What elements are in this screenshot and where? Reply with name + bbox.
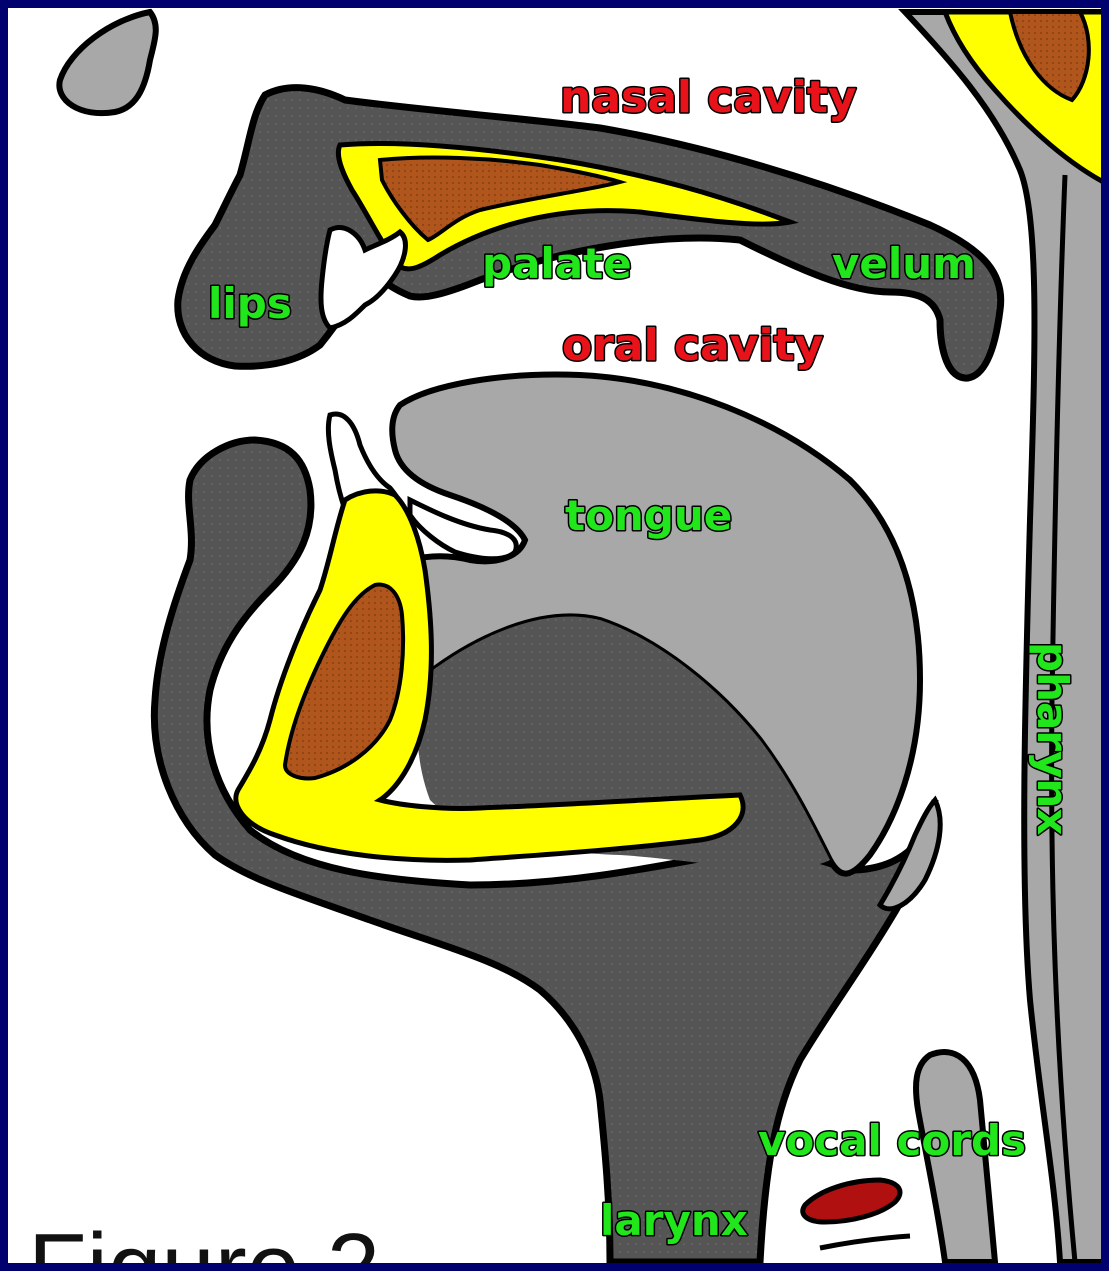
larynx-label: larynx — [600, 1196, 748, 1245]
figure-caption: Figure 2 — [28, 1214, 380, 1271]
lips-label: lips — [208, 279, 292, 328]
vocal-cords-label: vocal cords — [758, 1116, 1026, 1165]
oral-cavity-label: oral cavity — [562, 320, 823, 371]
velum-label: velum — [832, 239, 976, 288]
palate-label: palate — [482, 239, 632, 288]
nasal-cavity-label: nasal cavity — [560, 72, 857, 123]
tongue-label: tongue — [565, 491, 732, 540]
pharynx-label: pharynx — [1028, 642, 1077, 835]
